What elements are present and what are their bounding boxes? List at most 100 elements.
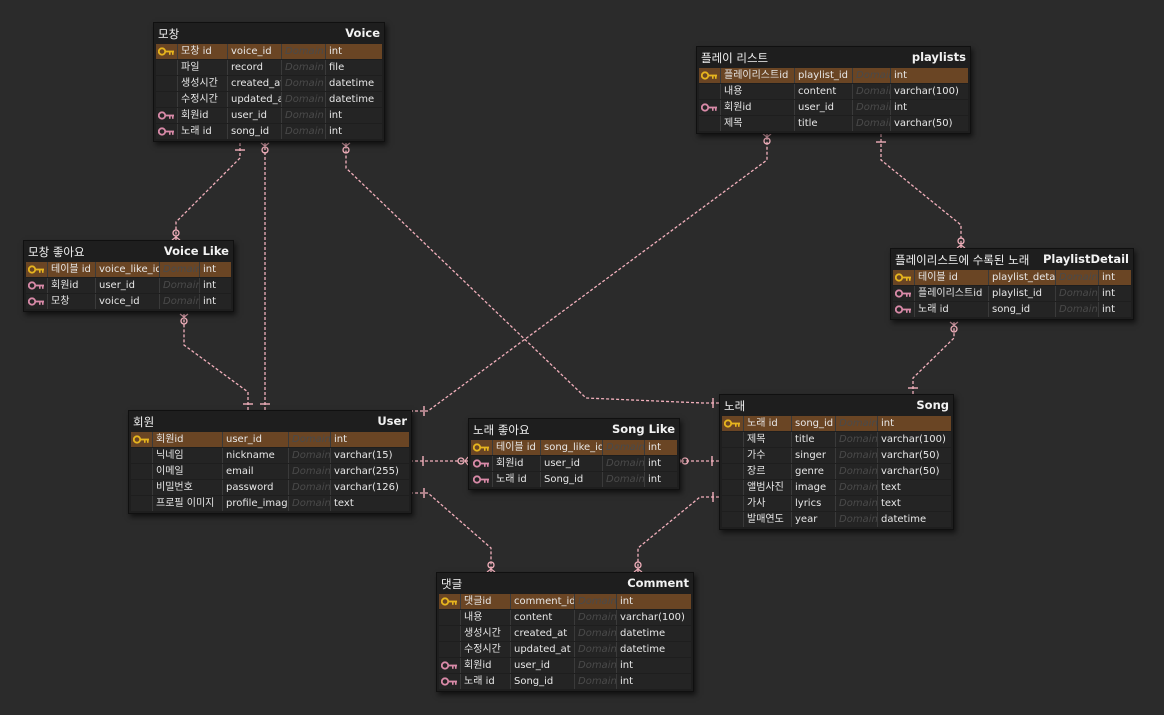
- relationship-line: [345, 143, 719, 404]
- attribute-logical-name: 앨범사진: [744, 480, 792, 495]
- attribute-logical-name: 파일: [178, 60, 228, 75]
- empty-icon-cell: [131, 496, 153, 511]
- attribute-type: varchar(100): [620, 612, 685, 623]
- fk-key-icon: [26, 278, 48, 293]
- attribute-type: varchar(15): [334, 450, 393, 461]
- attribute-logical-name: 수정시간: [461, 642, 511, 657]
- entity-logical-name: 플레이리스트에 수록된 노래: [895, 253, 1030, 267]
- empty-icon-cell: [131, 464, 153, 479]
- attribute-logical-name: 생성시간: [461, 626, 511, 641]
- attribute-type: varchar(255): [334, 466, 399, 477]
- attribute-column-name: nickname: [223, 448, 289, 463]
- attribute-logical-name: 제목: [721, 116, 795, 131]
- zero-or-many-marker: [342, 146, 350, 154]
- pk-key-icon: [131, 432, 153, 447]
- empty-icon-cell: [439, 626, 461, 641]
- attribute-type: varchar(50): [881, 450, 940, 461]
- pk-key-icon: [699, 68, 721, 83]
- attribute-logical-name: 회원id: [721, 100, 795, 115]
- attribute-logical-name: 회원id: [493, 456, 541, 471]
- attribute-logical-name: 댓글id: [461, 594, 511, 609]
- attribute-type: int: [620, 676, 634, 687]
- attribute-logical-name: 제목: [744, 432, 792, 447]
- relationship-line: [880, 134, 962, 248]
- crowfoot-marker: [345, 142, 351, 147]
- empty-icon-cell: [722, 512, 744, 527]
- attribute-domain: Domain: [853, 100, 891, 115]
- zero-or-many-marker: [957, 237, 965, 245]
- crowfoot-marker: [260, 142, 266, 147]
- attribute-type: datetime: [329, 94, 375, 105]
- zero-or-many-marker: [172, 229, 180, 237]
- attribute-domain: Domain: [836, 448, 878, 463]
- attribute-domain: Domain: [575, 658, 617, 673]
- attribute-domain: Domain: [575, 610, 617, 625]
- entity-physical-name: Voice Like: [163, 244, 229, 258]
- attribute-column-name: song_id: [792, 416, 836, 431]
- pk-key-icon: [471, 440, 493, 455]
- fk-key-icon: [893, 302, 915, 317]
- fk-key-icon: [439, 674, 461, 689]
- attribute-domain: Domain: [603, 472, 645, 487]
- attribute-type: int: [1102, 272, 1116, 283]
- attribute-type: file: [329, 62, 345, 73]
- attribute-type: int: [203, 280, 217, 291]
- entity-physical-name: Comment: [627, 576, 689, 590]
- attribute-logical-name: 생성시간: [178, 76, 228, 91]
- attribute-domain: Domain: [853, 116, 891, 131]
